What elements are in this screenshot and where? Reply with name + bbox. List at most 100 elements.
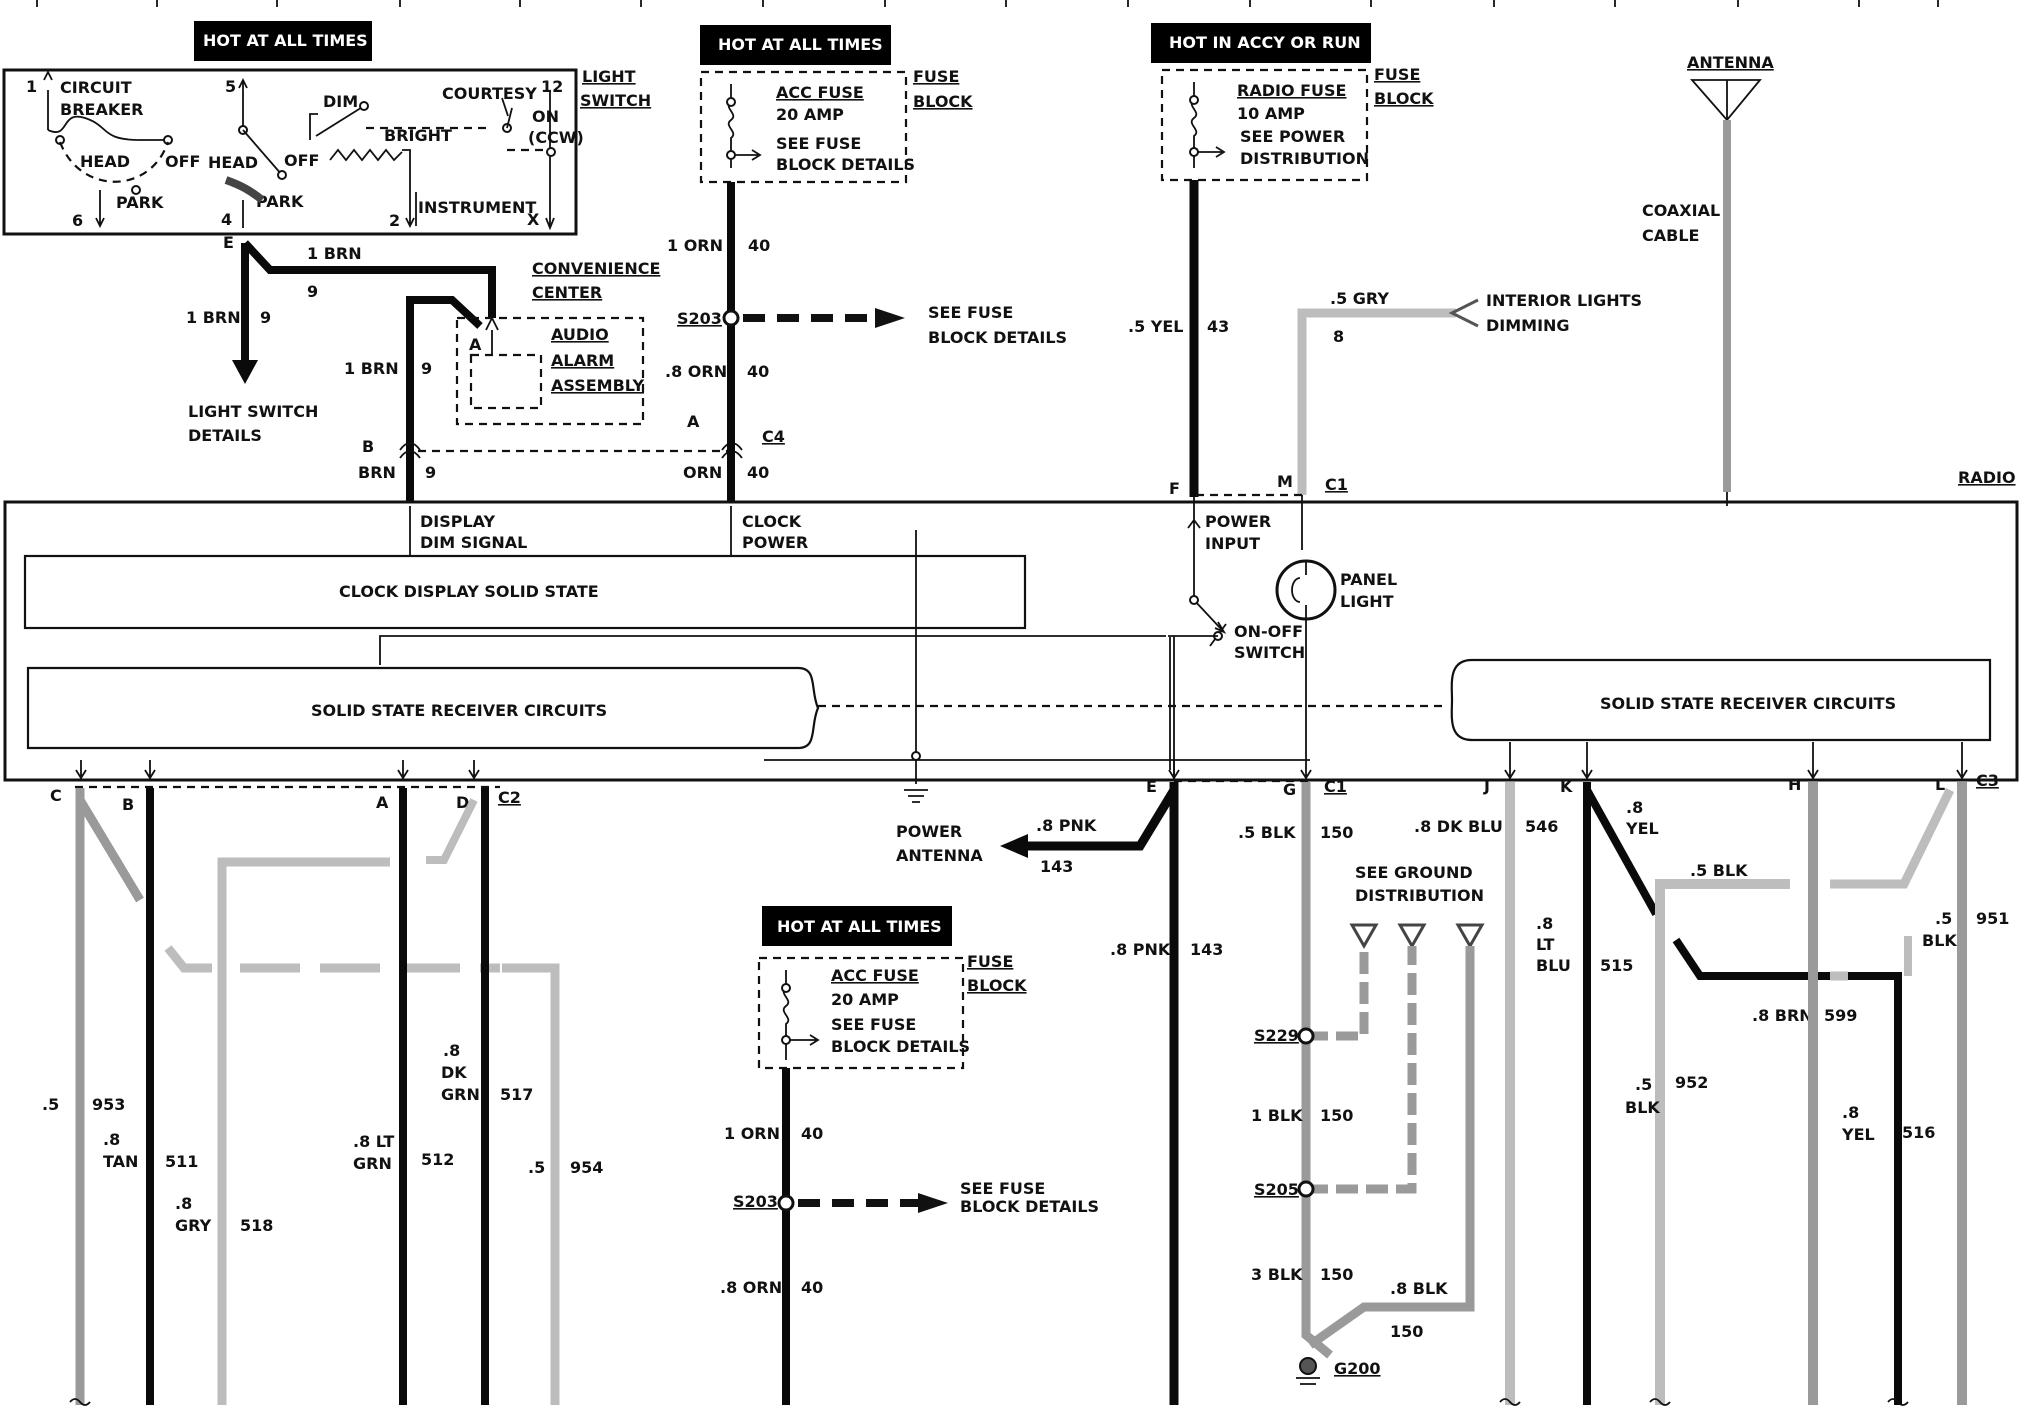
clock-display-block <box>23 554 1027 630</box>
header-hot-at-all-times-2: HOT AT ALL TIMES <box>718 35 883 54</box>
instrument-label: INSTRUMENT <box>418 198 536 217</box>
fuse-block-2-label-2: BLOCK <box>1374 89 1434 108</box>
arrow-interior-lights <box>1448 298 1479 328</box>
power-antenna-label-2: ANTENNA <box>896 846 983 865</box>
light-switch-pin-4: 4 <box>221 210 232 229</box>
header-hot-in-accy-or-run: HOT IN ACCY OR RUN <box>1169 33 1361 52</box>
wire-label-yel-k: YEL <box>1625 819 1659 838</box>
wire-label-5-953: .5 <box>42 1095 59 1114</box>
wire-label-8-tan: .8 <box>103 1130 120 1149</box>
on-off-label-2: SWITCH <box>1234 643 1305 662</box>
wire-label-8-gry: .8 <box>175 1194 192 1213</box>
display-dim-label-2: DIM SIGNAL <box>420 533 527 552</box>
wire-951-branch <box>1830 788 1955 889</box>
light-switch-pin-12: 12 <box>541 77 563 96</box>
wire-label-599: 599 <box>1824 1006 1857 1025</box>
wire-label-8orn-top: .8 ORN <box>665 362 727 381</box>
fuse-block-3-label-1: FUSE <box>967 952 1013 971</box>
fuse-block-3-amp: 20 AMP <box>831 990 899 1009</box>
connector-c3: C3 <box>1976 771 1999 790</box>
connector-c2: C2 <box>498 788 521 807</box>
fuse-block-1-box <box>699 70 908 184</box>
header-hot-at-all-times-1-box <box>194 21 372 61</box>
light-switch-pin-5: 5 <box>225 77 236 96</box>
fuse-block-2-amp: 10 AMP <box>1237 104 1305 123</box>
c4-connector-arc-b <box>399 442 421 459</box>
wire-s229-branch <box>1306 946 1369 1041</box>
bottom-break-marks <box>69 1398 1909 1406</box>
wire-label-511: 511 <box>165 1152 198 1171</box>
receiver-right-label: SOLID STATE RECEIVER CIRCUITS <box>1600 694 1896 713</box>
radio-output-arrows <box>75 742 1968 780</box>
see-fuse-block-details-1b: BLOCK DETAILS <box>928 328 1067 347</box>
wire-label-8blk: .8 BLK <box>1390 1279 1448 1298</box>
wire-label-9-left: 9 <box>260 308 271 327</box>
on-off-to-receiver <box>379 635 1218 780</box>
wire-label-8: 8 <box>1333 327 1344 346</box>
receiver-right-block <box>1450 658 1992 742</box>
wire-599-branch <box>1672 937 1902 1405</box>
wire-gry-8 <box>1297 308 1456 495</box>
wire-label-518: 518 <box>240 1216 273 1235</box>
wire-label-143-ant: 143 <box>1040 857 1073 876</box>
wire-518-left-stub <box>164 945 212 973</box>
light-switch-pin-1: 1 <box>26 77 37 96</box>
fuse-block-3-box <box>757 956 965 1070</box>
header-hot-at-all-times-2-box <box>700 25 891 65</box>
splice-label-s229: S229 <box>1254 1026 1299 1045</box>
wire-952 <box>1655 879 1790 1405</box>
connector-c4: C4 <box>762 427 785 446</box>
wire-label-517: 517 <box>500 1085 533 1104</box>
wire-label-8ltgrn-2: GRN <box>353 1154 392 1173</box>
light-switch-pin-6: 6 <box>72 211 83 230</box>
header-hot-at-all-times-1: HOT AT ALL TIMES <box>203 31 368 50</box>
panel-light-label-1: PANEL <box>1340 570 1397 589</box>
interior-lights-label-1: INTERIOR LIGHTS <box>1486 291 1642 310</box>
arrow-power-antenna <box>1000 834 1028 858</box>
panel-light-label-2: LIGHT <box>1340 592 1394 611</box>
power-input-label-1: POWER <box>1205 512 1271 531</box>
off-label-2: OFF <box>284 151 319 170</box>
wire-label-150-3: 150 <box>1390 1322 1423 1341</box>
see-fuse-block-details-1a: SEE FUSE <box>928 303 1013 322</box>
wire-label-1brn-mid: 1 BRN <box>344 359 399 378</box>
light-switch-details-1: LIGHT SWITCH <box>188 402 318 421</box>
wire-label-8pnk-ant: .8 PNK <box>1036 816 1097 835</box>
wire-label-515: 515 <box>1600 956 1633 975</box>
ground-triangle-2 <box>1397 923 1427 950</box>
ground-g200-symbol <box>1296 1377 1320 1385</box>
splice-s205 <box>1297 1180 1315 1198</box>
wire-label-8orn-bot: .8 ORN <box>720 1278 782 1297</box>
ground-g200 <box>1299 1357 1317 1375</box>
fuse-block-2-note-2: DISTRIBUTION <box>1240 149 1369 168</box>
pin-l: L <box>1935 775 1945 794</box>
audio-alarm-label-1: AUDIO <box>551 325 609 344</box>
wire-brn-to-alarm <box>242 240 496 318</box>
wire-label-5-952: .5 <box>1635 1075 1652 1094</box>
pin-a-c4: A <box>687 412 700 431</box>
wire-label-512: 512 <box>421 1150 454 1169</box>
fuse-block-2-label-1: FUSE <box>1374 65 1420 84</box>
light-switch-label-1: LIGHT <box>582 67 636 86</box>
fuse-block-1-label-1: FUSE <box>913 67 959 86</box>
wire-label-gry: GRY <box>175 1216 212 1235</box>
convenience-center-label-2: CENTER <box>532 283 602 302</box>
wire-label-5gry: .5 GRY <box>1330 289 1389 308</box>
see-ground-label-2: DISTRIBUTION <box>1355 886 1484 905</box>
on-label: ON <box>532 107 559 126</box>
audio-alarm-label-2: ALARM <box>551 351 614 370</box>
wire-518 <box>217 857 390 1405</box>
on-off-label-1: ON-OFF <box>1234 622 1303 641</box>
wire-label-blk-951: BLK <box>1922 931 1957 950</box>
wire-label-40-mid: 40 <box>747 362 769 381</box>
ground-triangle-3 <box>1455 923 1485 950</box>
wire-label-5blk-k: .5 BLK <box>1690 861 1748 880</box>
wire-954 <box>502 963 560 1405</box>
wire-label-8dkgrn-3: GRN <box>441 1085 480 1104</box>
antenna-symbol <box>1690 79 1762 122</box>
wire-label-8dkgrn-2: DK <box>441 1063 467 1082</box>
fuse-block-1-note-2: BLOCK DETAILS <box>776 155 915 174</box>
dim-label: DIM <box>323 92 358 111</box>
pin-k: K <box>1560 777 1573 796</box>
wire-brn-arrow-head <box>232 360 258 384</box>
